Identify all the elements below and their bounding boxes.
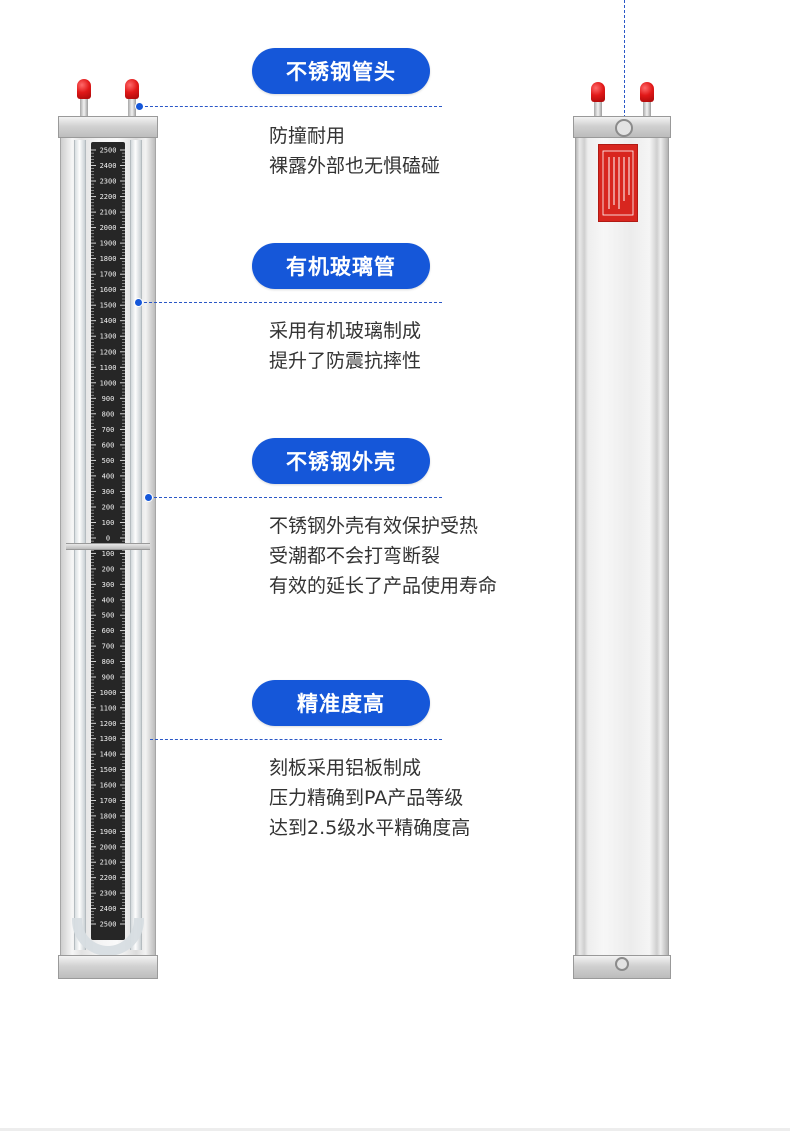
scale-label: 1900 <box>100 828 117 836</box>
callout-description: 刻板采用铝板制成 压力精确到PA产品等级 达到2.5级水平精确度高 <box>269 753 470 843</box>
scale-label: 0 <box>106 535 110 543</box>
description-line: 防撞耐用 <box>269 125 346 147</box>
tube-stem-left <box>80 96 88 118</box>
scale-label: 2200 <box>100 874 117 882</box>
description-line: 不锈钢外壳有效保护受热 <box>269 515 479 537</box>
scale-label: 1300 <box>100 735 117 743</box>
callout-title: 有机玻璃管 <box>252 243 430 289</box>
scale-label: 600 <box>102 441 115 449</box>
scale-label: 2300 <box>100 178 117 186</box>
callout-leader-line <box>140 106 442 107</box>
scale-label: 1700 <box>100 797 117 805</box>
zero-band <box>66 543 150 550</box>
scale-label: 1800 <box>100 812 117 820</box>
callout-description: 防撞耐用 裸露外部也无惧磕碰 <box>269 121 440 181</box>
red-cap-right <box>125 79 139 99</box>
description-line: 刻板采用铝板制成 <box>269 757 422 779</box>
scale-label: 600 <box>102 627 115 635</box>
scale-label: 1200 <box>100 720 117 728</box>
scale-label: 1000 <box>100 689 117 697</box>
scale-label: 1600 <box>100 286 117 294</box>
description-line: 受潮都不会打弯断裂 <box>269 545 441 567</box>
scale-label: 2500 <box>100 921 117 929</box>
description-line: 达到2.5级水平精确度高 <box>269 817 471 839</box>
scale-label: 2100 <box>100 859 117 867</box>
scale-label: 1800 <box>100 255 117 263</box>
scale-label: 100 <box>102 550 115 558</box>
scale-label: 1200 <box>100 348 117 356</box>
callout-title: 不锈钢管头 <box>252 48 430 94</box>
scale-label: 1100 <box>100 704 117 712</box>
callout-leader-line <box>149 497 442 498</box>
callout-description: 采用有机玻璃制成 提升了防震抗摔性 <box>269 316 421 376</box>
callout-description: 不锈钢外壳有效保护受热 受潮都不会打弯断裂 有效的延长了产品使用寿命 <box>269 511 497 601</box>
scale-label: 1400 <box>100 751 117 759</box>
scale-label: 1500 <box>100 766 117 774</box>
label-plate-markings <box>602 150 634 216</box>
bottom-divider <box>0 1128 790 1131</box>
scale-label: 100 <box>102 519 115 527</box>
scale-label: 2500 <box>100 147 117 155</box>
back-stem-left <box>594 96 602 118</box>
callout-dot <box>134 298 143 307</box>
scale-label: 2300 <box>100 890 117 898</box>
scale-label: 1900 <box>100 240 117 248</box>
scale-label: 900 <box>102 395 115 403</box>
callout-dot <box>135 102 144 111</box>
description-line: 压力精确到PA产品等级 <box>269 787 464 809</box>
scale-label: 200 <box>102 504 115 512</box>
callout-leader-line <box>150 739 442 740</box>
scale-label: 2200 <box>100 193 117 201</box>
scale-label: 1400 <box>100 317 117 325</box>
scale-label: 800 <box>102 410 115 418</box>
scale-label: 2400 <box>100 905 117 913</box>
scale-label: 400 <box>102 472 115 480</box>
description-line: 采用有机玻璃制成 <box>269 320 422 342</box>
scale-label: 700 <box>102 643 115 651</box>
scale-label: 1600 <box>100 782 117 790</box>
vertical-guide-line <box>624 0 625 118</box>
scale-label: 1500 <box>100 302 117 310</box>
scale-label: 2400 <box>100 162 117 170</box>
back-red-cap-right <box>640 82 654 102</box>
scale-label: 1000 <box>100 379 117 387</box>
scale-label: 2000 <box>100 224 117 232</box>
callout-title: 精准度高 <box>252 680 430 726</box>
scale-label: 300 <box>102 581 115 589</box>
scale-label: 700 <box>102 426 115 434</box>
scale-label: 1100 <box>100 364 117 372</box>
scale-svg: 2500240023002200210020001900180017001600… <box>91 147 125 929</box>
scale-label: 1300 <box>100 333 117 341</box>
scale-label: 200 <box>102 565 115 573</box>
callout-dot <box>144 493 153 502</box>
scale-label: 1700 <box>100 271 117 279</box>
description-line: 有效的延长了产品使用寿命 <box>269 575 498 597</box>
bottom-hook-icon <box>615 957 629 971</box>
scale-label: 900 <box>102 674 115 682</box>
back-red-cap-left <box>591 82 605 102</box>
scale-label: 2100 <box>100 209 117 217</box>
bottom-end-cap <box>58 955 158 979</box>
back-stem-right <box>643 96 651 118</box>
scale-label: 500 <box>102 612 115 620</box>
description-line: 裸露外部也无惧磕碰 <box>269 155 441 177</box>
scale-label: 500 <box>102 457 115 465</box>
tube-stem-right <box>128 96 136 118</box>
description-line: 提升了防震抗摔性 <box>269 350 422 372</box>
back-frame <box>575 138 669 956</box>
scale-label: 2000 <box>100 843 117 851</box>
callout-title: 不锈钢外壳 <box>252 438 430 484</box>
callout-leader-line <box>139 302 442 303</box>
scale-label: 800 <box>102 658 115 666</box>
u-bend <box>72 918 144 956</box>
scale-label: 400 <box>102 596 115 604</box>
scale-label: 300 <box>102 488 115 496</box>
red-cap-left <box>77 79 91 99</box>
hanging-hook-icon <box>615 119 633 137</box>
product-label-plate <box>598 144 638 222</box>
top-end-cap <box>58 116 158 138</box>
